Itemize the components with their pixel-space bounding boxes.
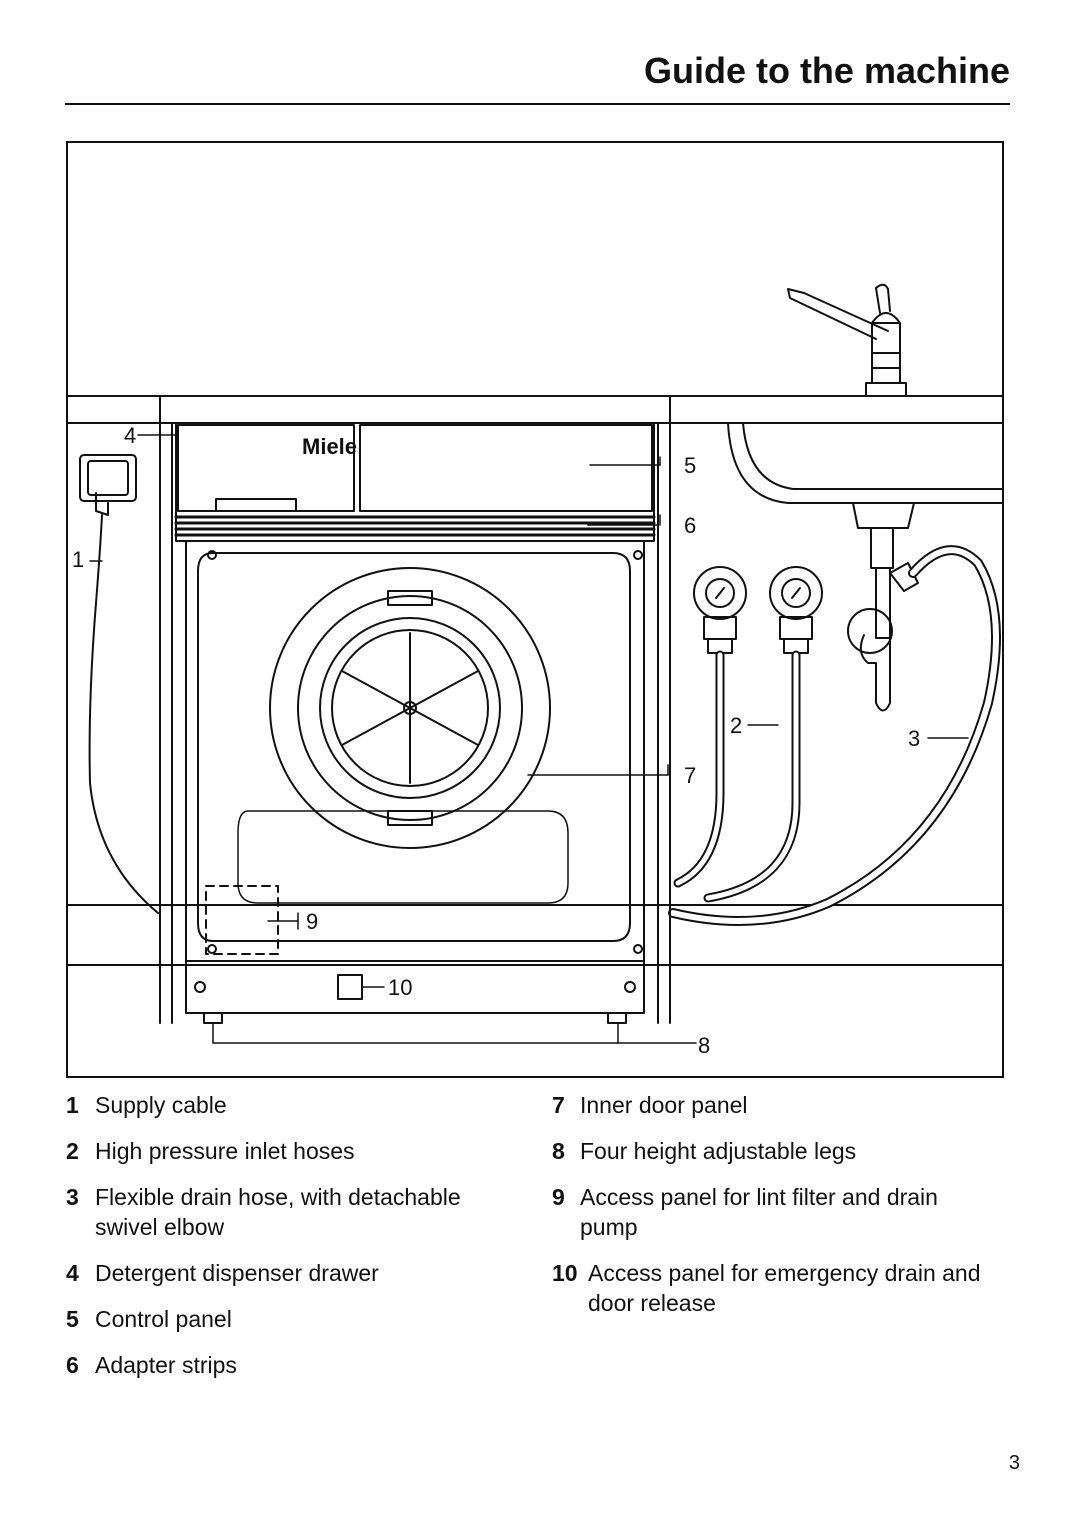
washing-machine	[174, 422, 656, 1024]
callout-labels: Miele 4 1 5 6 2 3 7 9 10 8	[72, 423, 920, 1058]
legend-item-9: 9 Access panel for lint filter and drain…	[552, 1184, 938, 1240]
tap-icon	[787, 283, 907, 397]
leg-right	[607, 1012, 627, 1024]
legend-item-2: 2 High pressure inlet hoses	[66, 1138, 355, 1164]
sink-icon	[727, 422, 1002, 712]
machine-illustration	[68, 283, 1002, 1044]
legend-item-8: 8 Four height adjustable legs	[552, 1138, 857, 1164]
callout-4: 4	[124, 423, 136, 448]
drain-hose-inner	[670, 547, 999, 924]
adapter-strip	[174, 515, 656, 537]
callout-10: 10	[388, 975, 412, 1000]
page-number: 3	[1008, 1452, 1020, 1474]
legend-item-3: 3 Flexible drain hose, with detachable s…	[66, 1184, 461, 1240]
machine-diagram: Miele 4 1 5 6 2 3 7 9 10 8	[66, 141, 1004, 1078]
callout-9: 9	[306, 909, 318, 934]
legend-item-10: 10 Access panel for emergency drain and …	[552, 1260, 981, 1316]
legend-item-6: 6 Adapter strips	[66, 1352, 237, 1378]
socket-icon	[79, 454, 137, 516]
inlet-hoses-inner	[675, 652, 799, 901]
legend-item-4: 4 Detergent dispenser drawer	[66, 1260, 379, 1286]
brand-logo: Miele	[302, 434, 357, 459]
access-panel-lint-filter	[205, 885, 279, 955]
callout-1: 1	[72, 547, 84, 572]
callout-6: 6	[684, 513, 696, 538]
callout-2: 2	[730, 713, 742, 738]
leader-lines	[89, 434, 969, 1044]
callout-7: 7	[684, 763, 696, 788]
page-title: Guide to the machine	[643, 50, 1010, 91]
callout-3: 3	[908, 726, 920, 751]
title-rule	[65, 103, 1010, 105]
legend-item-5: 5 Control panel	[66, 1306, 232, 1332]
cabinet	[159, 395, 671, 1024]
callout-8: 8	[698, 1033, 710, 1058]
legend-item-1: 1 Supply cable	[66, 1092, 227, 1118]
callout-5: 5	[684, 453, 696, 478]
legend-item-7: 7 Inner door panel	[552, 1092, 748, 1118]
drum-spokes	[341, 632, 479, 784]
supply-cable	[88, 514, 159, 914]
